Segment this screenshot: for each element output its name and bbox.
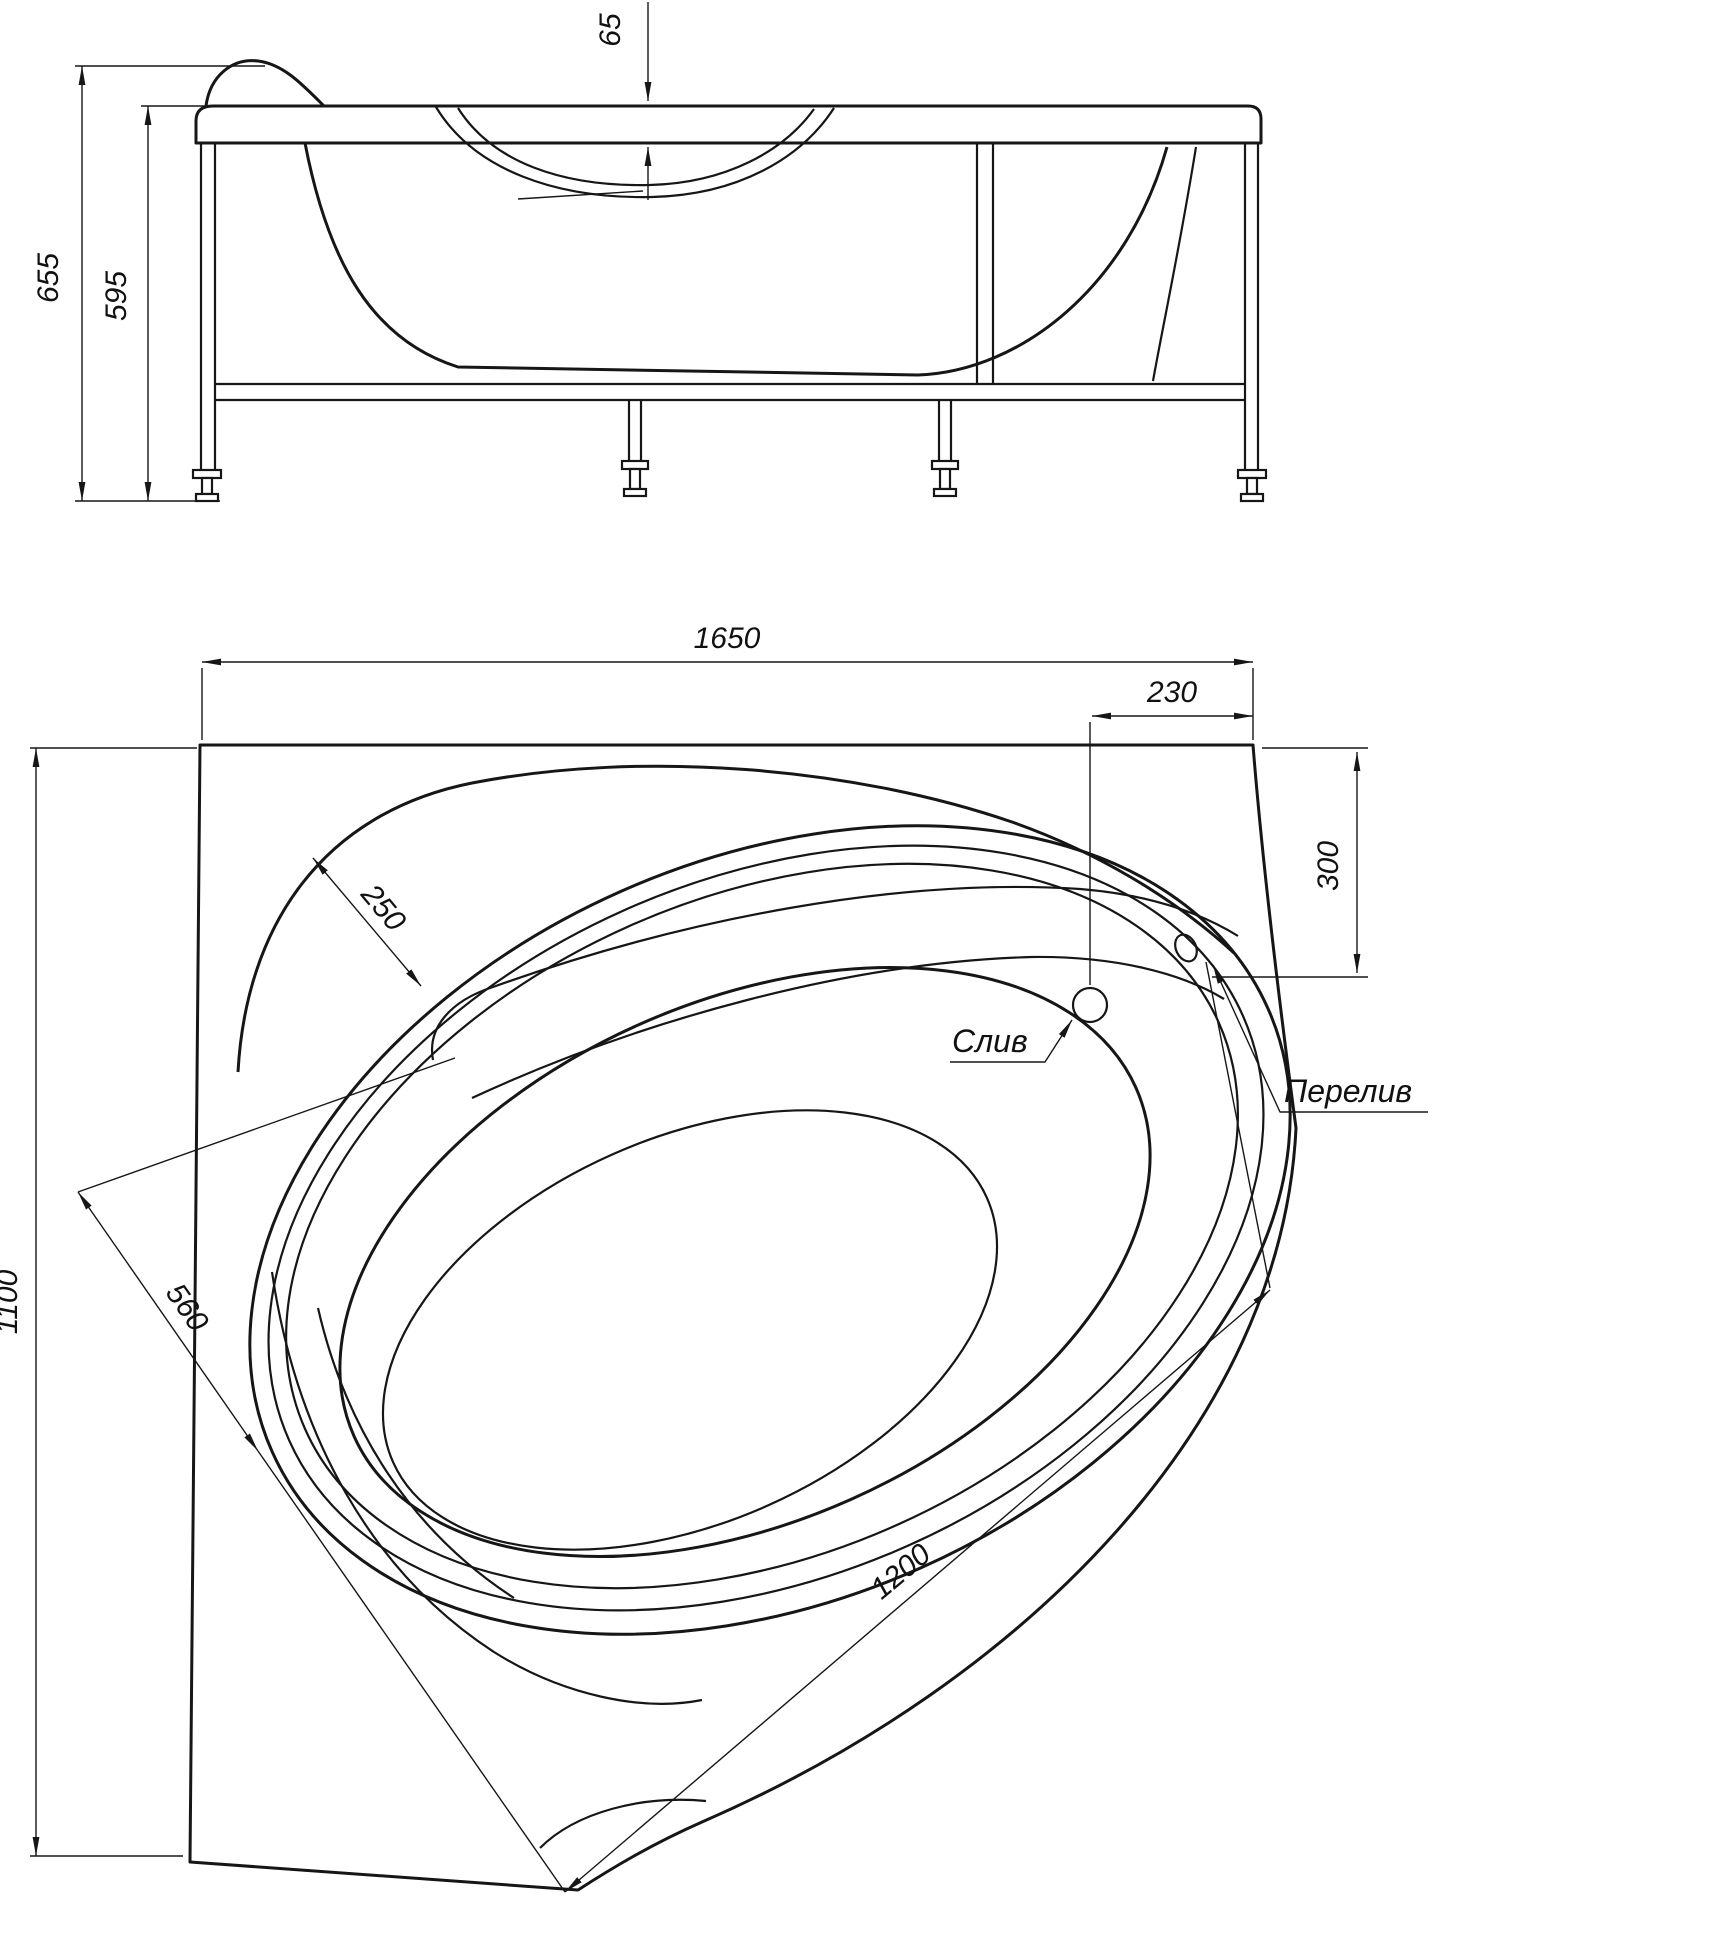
dim-250-line: [312, 857, 422, 987]
drain-leader: [950, 1019, 1073, 1063]
dim-1650-text: 1650: [694, 622, 761, 655]
step-contour-2: [316, 1307, 515, 1599]
overflow-hole: [1174, 933, 1198, 963]
rim-oval-inner: [285, 862, 1239, 1590]
side-far-rim-outer: [435, 106, 835, 199]
rim-sweep-1: [430, 885, 1239, 1061]
dim-595-text: 595: [100, 271, 133, 321]
dim-230: 230: [1089, 676, 1253, 985]
drain-label: Слив: [952, 1023, 1028, 1059]
dim-560-ext-top: [77, 1057, 456, 1193]
dim-300: 300: [1212, 747, 1368, 978]
foot-mid-2: [930, 459, 960, 498]
overflow-leader: [1212, 964, 1428, 1113]
dim-1650: 1650: [201, 622, 1254, 740]
foot-mid-1: [620, 459, 650, 498]
drain-hole: [1071, 986, 1109, 1024]
dim-300-text: 300: [1312, 841, 1345, 891]
side-rim-profile: [194, 104, 1263, 145]
dim-65-tick: [517, 190, 644, 200]
dim-1100: 1100: [0, 747, 197, 1857]
side-headrest: [204, 59, 326, 108]
frame-leg-2: [937, 400, 953, 461]
plan-view: 1650 230 300 1100 250: [0, 622, 1428, 1893]
drain-callout: Слив: [950, 1019, 1073, 1063]
frame-leg-1: [627, 400, 643, 461]
dim-560-line: [77, 1191, 259, 1452]
basin-floor-oval: [381, 1109, 999, 1551]
rim-oval-mid: [267, 844, 1265, 1612]
dim-560-ext-bottom: [257, 1450, 566, 1893]
foot-left: [191, 468, 223, 503]
overflow-label: Перелив: [1284, 1073, 1412, 1109]
dim-250: 250: [312, 857, 422, 987]
side-right-shell: [1151, 146, 1198, 382]
dim-1100-text: 1100: [0, 1269, 24, 1334]
dim-560: 560: [77, 1057, 566, 1893]
dim-560-text: 560: [159, 1278, 215, 1338]
dim-65: 65: [517, 2, 652, 200]
rim-sweep-2: [471, 955, 1225, 1099]
dim-595: 595: [100, 105, 212, 501]
foot-right: [1236, 468, 1268, 503]
support-frame: [191, 143, 1268, 503]
bottom-hook-curve: [539, 1798, 707, 1849]
dim-65-text: 65: [594, 13, 627, 47]
dim-1200-line: [564, 1289, 1271, 1893]
step-contour-1: [270, 1271, 703, 1705]
dim-655: 655: [32, 65, 265, 502]
corner-lobe-curve: [236, 764, 1236, 1073]
dim-230-text: 230: [1146, 676, 1197, 709]
overflow-callout: Перелив: [1212, 964, 1428, 1113]
basin-oval: [338, 966, 1152, 1558]
side-bowl-profile: [303, 142, 1169, 377]
rim-oval-outer: [248, 824, 1292, 1636]
dim-250-text: 250: [354, 877, 412, 938]
dim-1200: 1200: [564, 961, 1271, 1893]
side-view: 655 595 65: [32, 2, 1268, 503]
dim-1200-ext-right: [1205, 961, 1271, 1289]
side-far-rim-inner: [457, 107, 815, 187]
dim-655-text: 655: [32, 253, 65, 303]
